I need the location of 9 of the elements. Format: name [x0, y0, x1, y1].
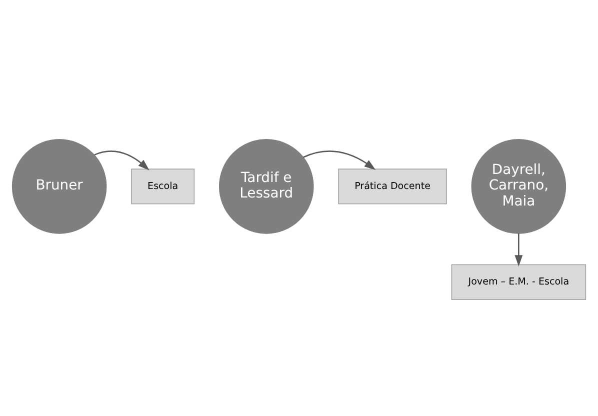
arrow — [94, 150, 150, 170]
node-circle: Bruner — [12, 139, 107, 234]
arrow — [514, 233, 523, 267]
node-box: Escola — [131, 168, 195, 204]
node-circle: Tardif e Lessard — [218, 139, 314, 234]
arrow — [303, 150, 376, 170]
node-circle: Dayrell, Carrano, Maia — [471, 139, 566, 234]
node-box: Prática Docente — [338, 168, 447, 204]
node-box: Jovem – E.M. - Escola — [451, 264, 586, 300]
